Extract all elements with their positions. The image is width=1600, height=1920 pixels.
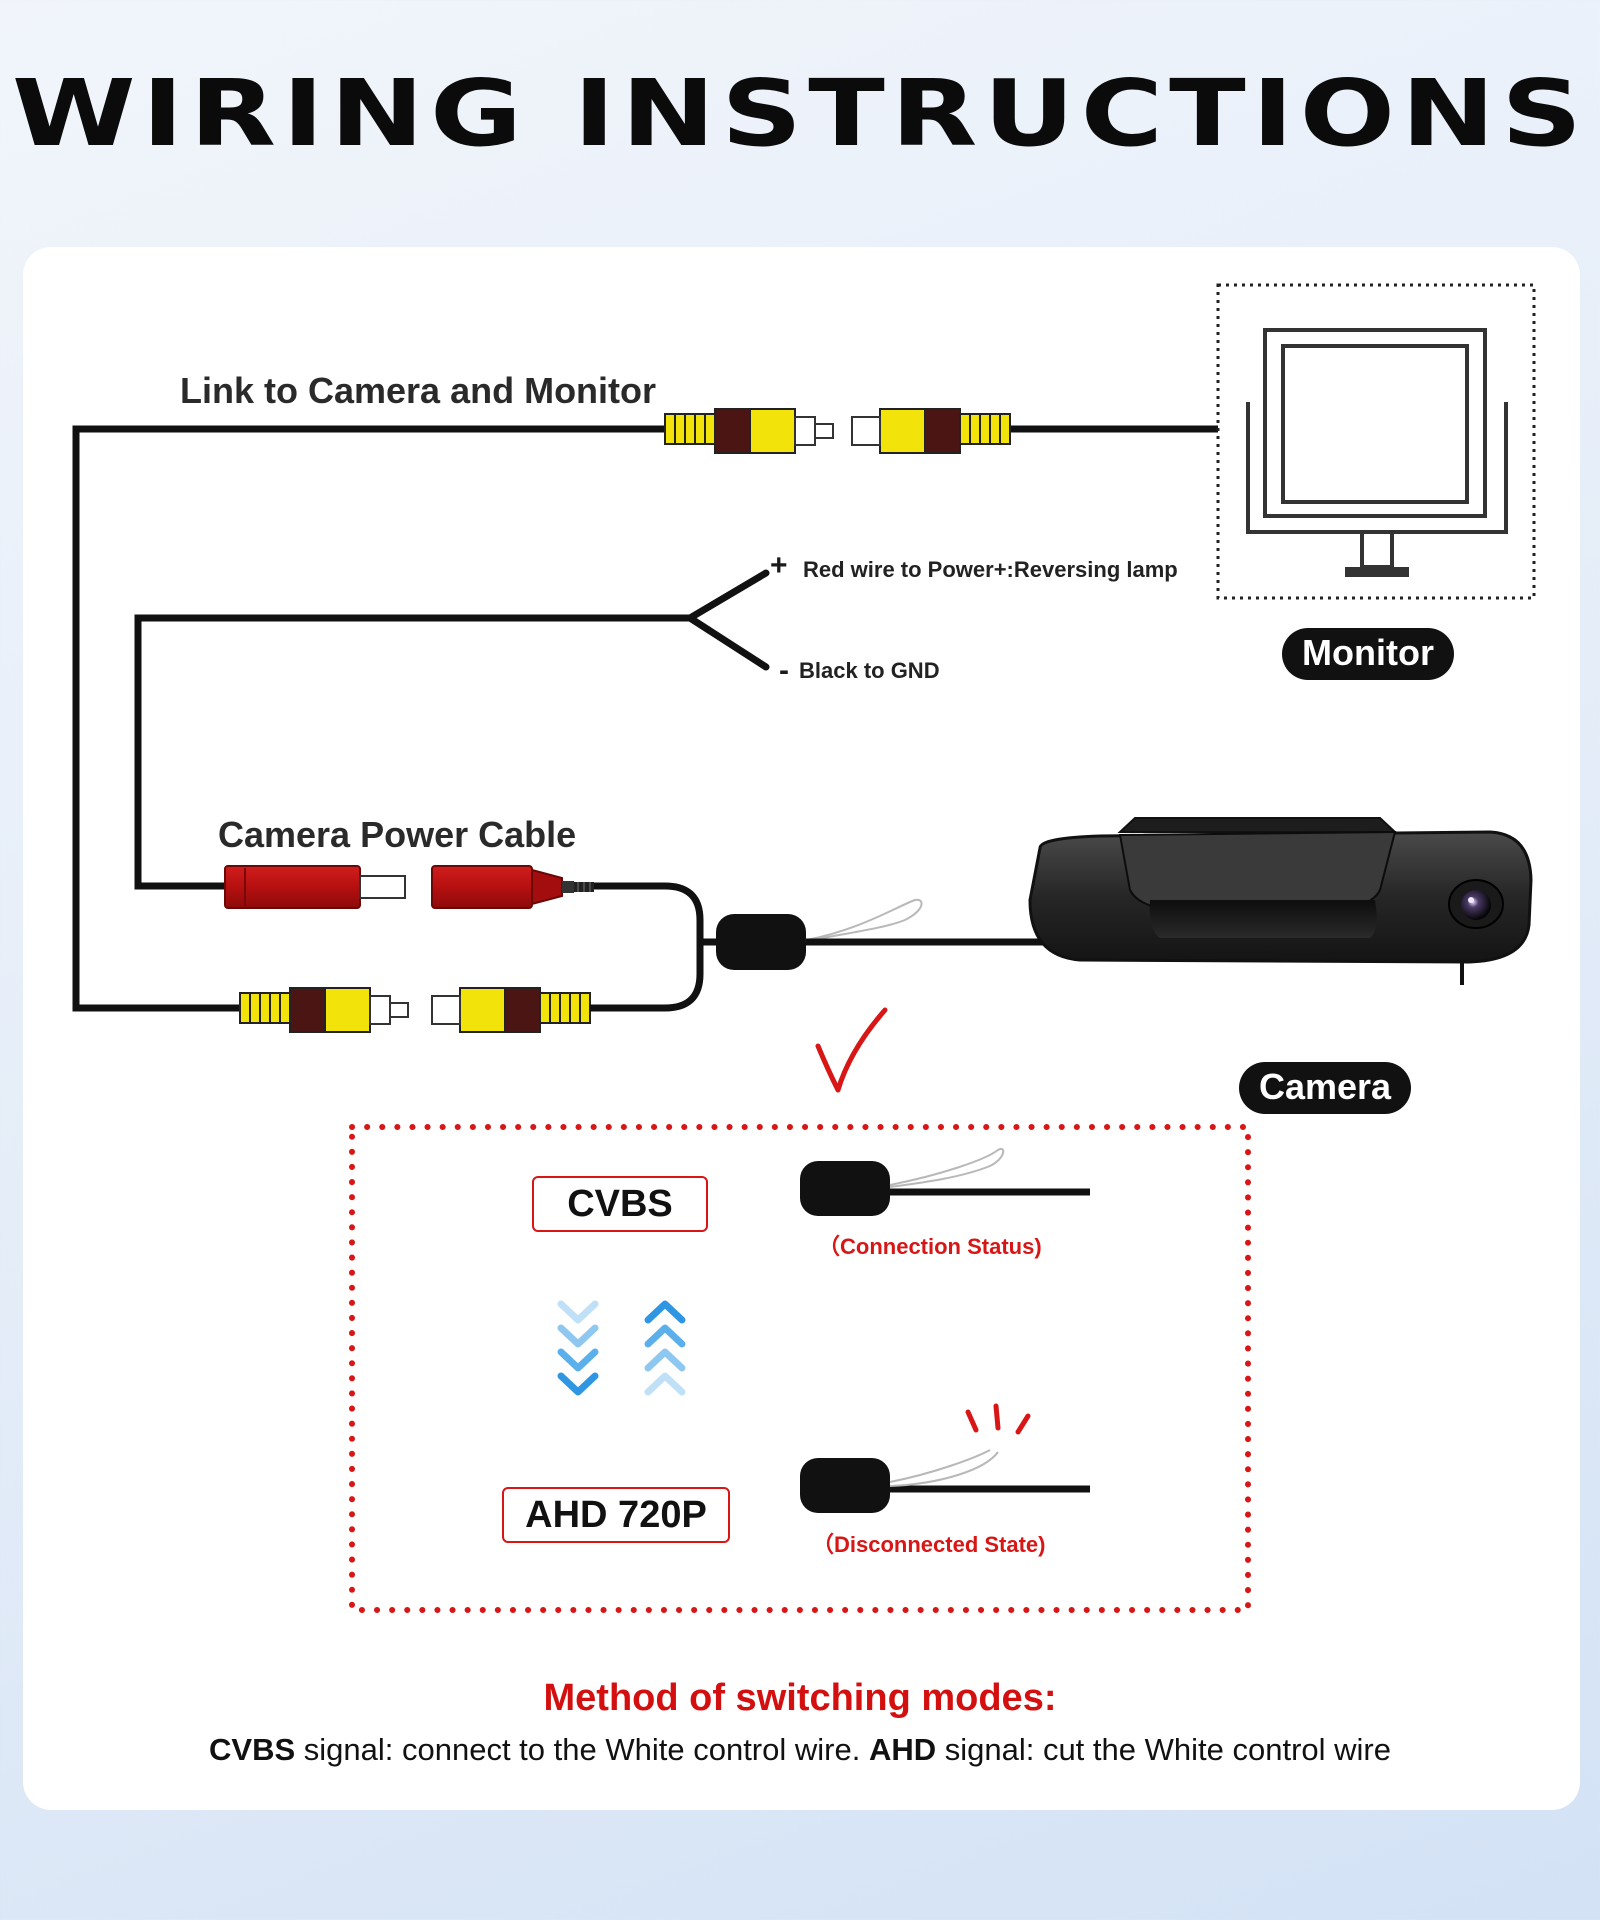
diagram-card — [23, 247, 1580, 1810]
power-split-cable — [134, 569, 770, 890]
link-camera-monitor-label: Link to Camera and Monitor — [180, 370, 657, 411]
camera-power-cable-label: Camera Power Cable — [218, 814, 577, 855]
method-description: CVBS signal: connect to the White contro… — [0, 1732, 1600, 1768]
chevron-down-icon — [557, 1300, 599, 1396]
disconnected-state-label: （Disconnected State) — [812, 1532, 1046, 1557]
cvbs-term: CVBS — [209, 1732, 296, 1767]
black-wire-label: Black to GND — [799, 658, 940, 683]
red-wire-label: Red wire to Power+:Reversing lamp — [803, 557, 1178, 582]
minus-sign: - — [779, 654, 789, 687]
ahd-instruction: signal: cut the White control wire — [936, 1732, 1391, 1767]
cut-spark-icon — [965, 1403, 1031, 1435]
disconnected-control-wire — [800, 1449, 1090, 1513]
monitor-icon — [1216, 283, 1536, 600]
connected-control-wire — [800, 1147, 1090, 1216]
cvbs-mode-label: CVBS — [532, 1176, 708, 1232]
monitor-label: Monitor — [1282, 628, 1454, 680]
ahd-term: AHD — [868, 1732, 937, 1767]
ahd-mode-label: AHD 720P — [502, 1487, 730, 1543]
plus-sign: + — [770, 549, 788, 582]
rca-plug-icon — [431, 987, 591, 1033]
check-mark-icon — [815, 1007, 888, 1093]
link-cable-top — [72, 425, 1218, 1012]
camera-icon — [1028, 817, 1533, 985]
chevron-up-icon — [644, 1300, 686, 1396]
camera-cable — [590, 882, 1060, 1012]
cvbs-instruction: signal: connect to the White control wir… — [295, 1732, 869, 1767]
page-title: WIRING INSTRUCTIONS — [11, 60, 1589, 167]
rca-plug-icon — [239, 987, 409, 1033]
method-title: Method of switching modes: — [543, 1677, 1057, 1719]
connection-status-label: （Connection Status) — [818, 1234, 1042, 1259]
rca-plug-icon — [664, 408, 834, 454]
mode-switch-frame — [349, 1124, 1251, 1613]
dc-power-plug-icon — [224, 865, 406, 909]
rca-plug-icon — [851, 408, 1011, 454]
camera-label: Camera — [1239, 1062, 1412, 1114]
dc-power-plug-icon — [431, 865, 594, 909]
